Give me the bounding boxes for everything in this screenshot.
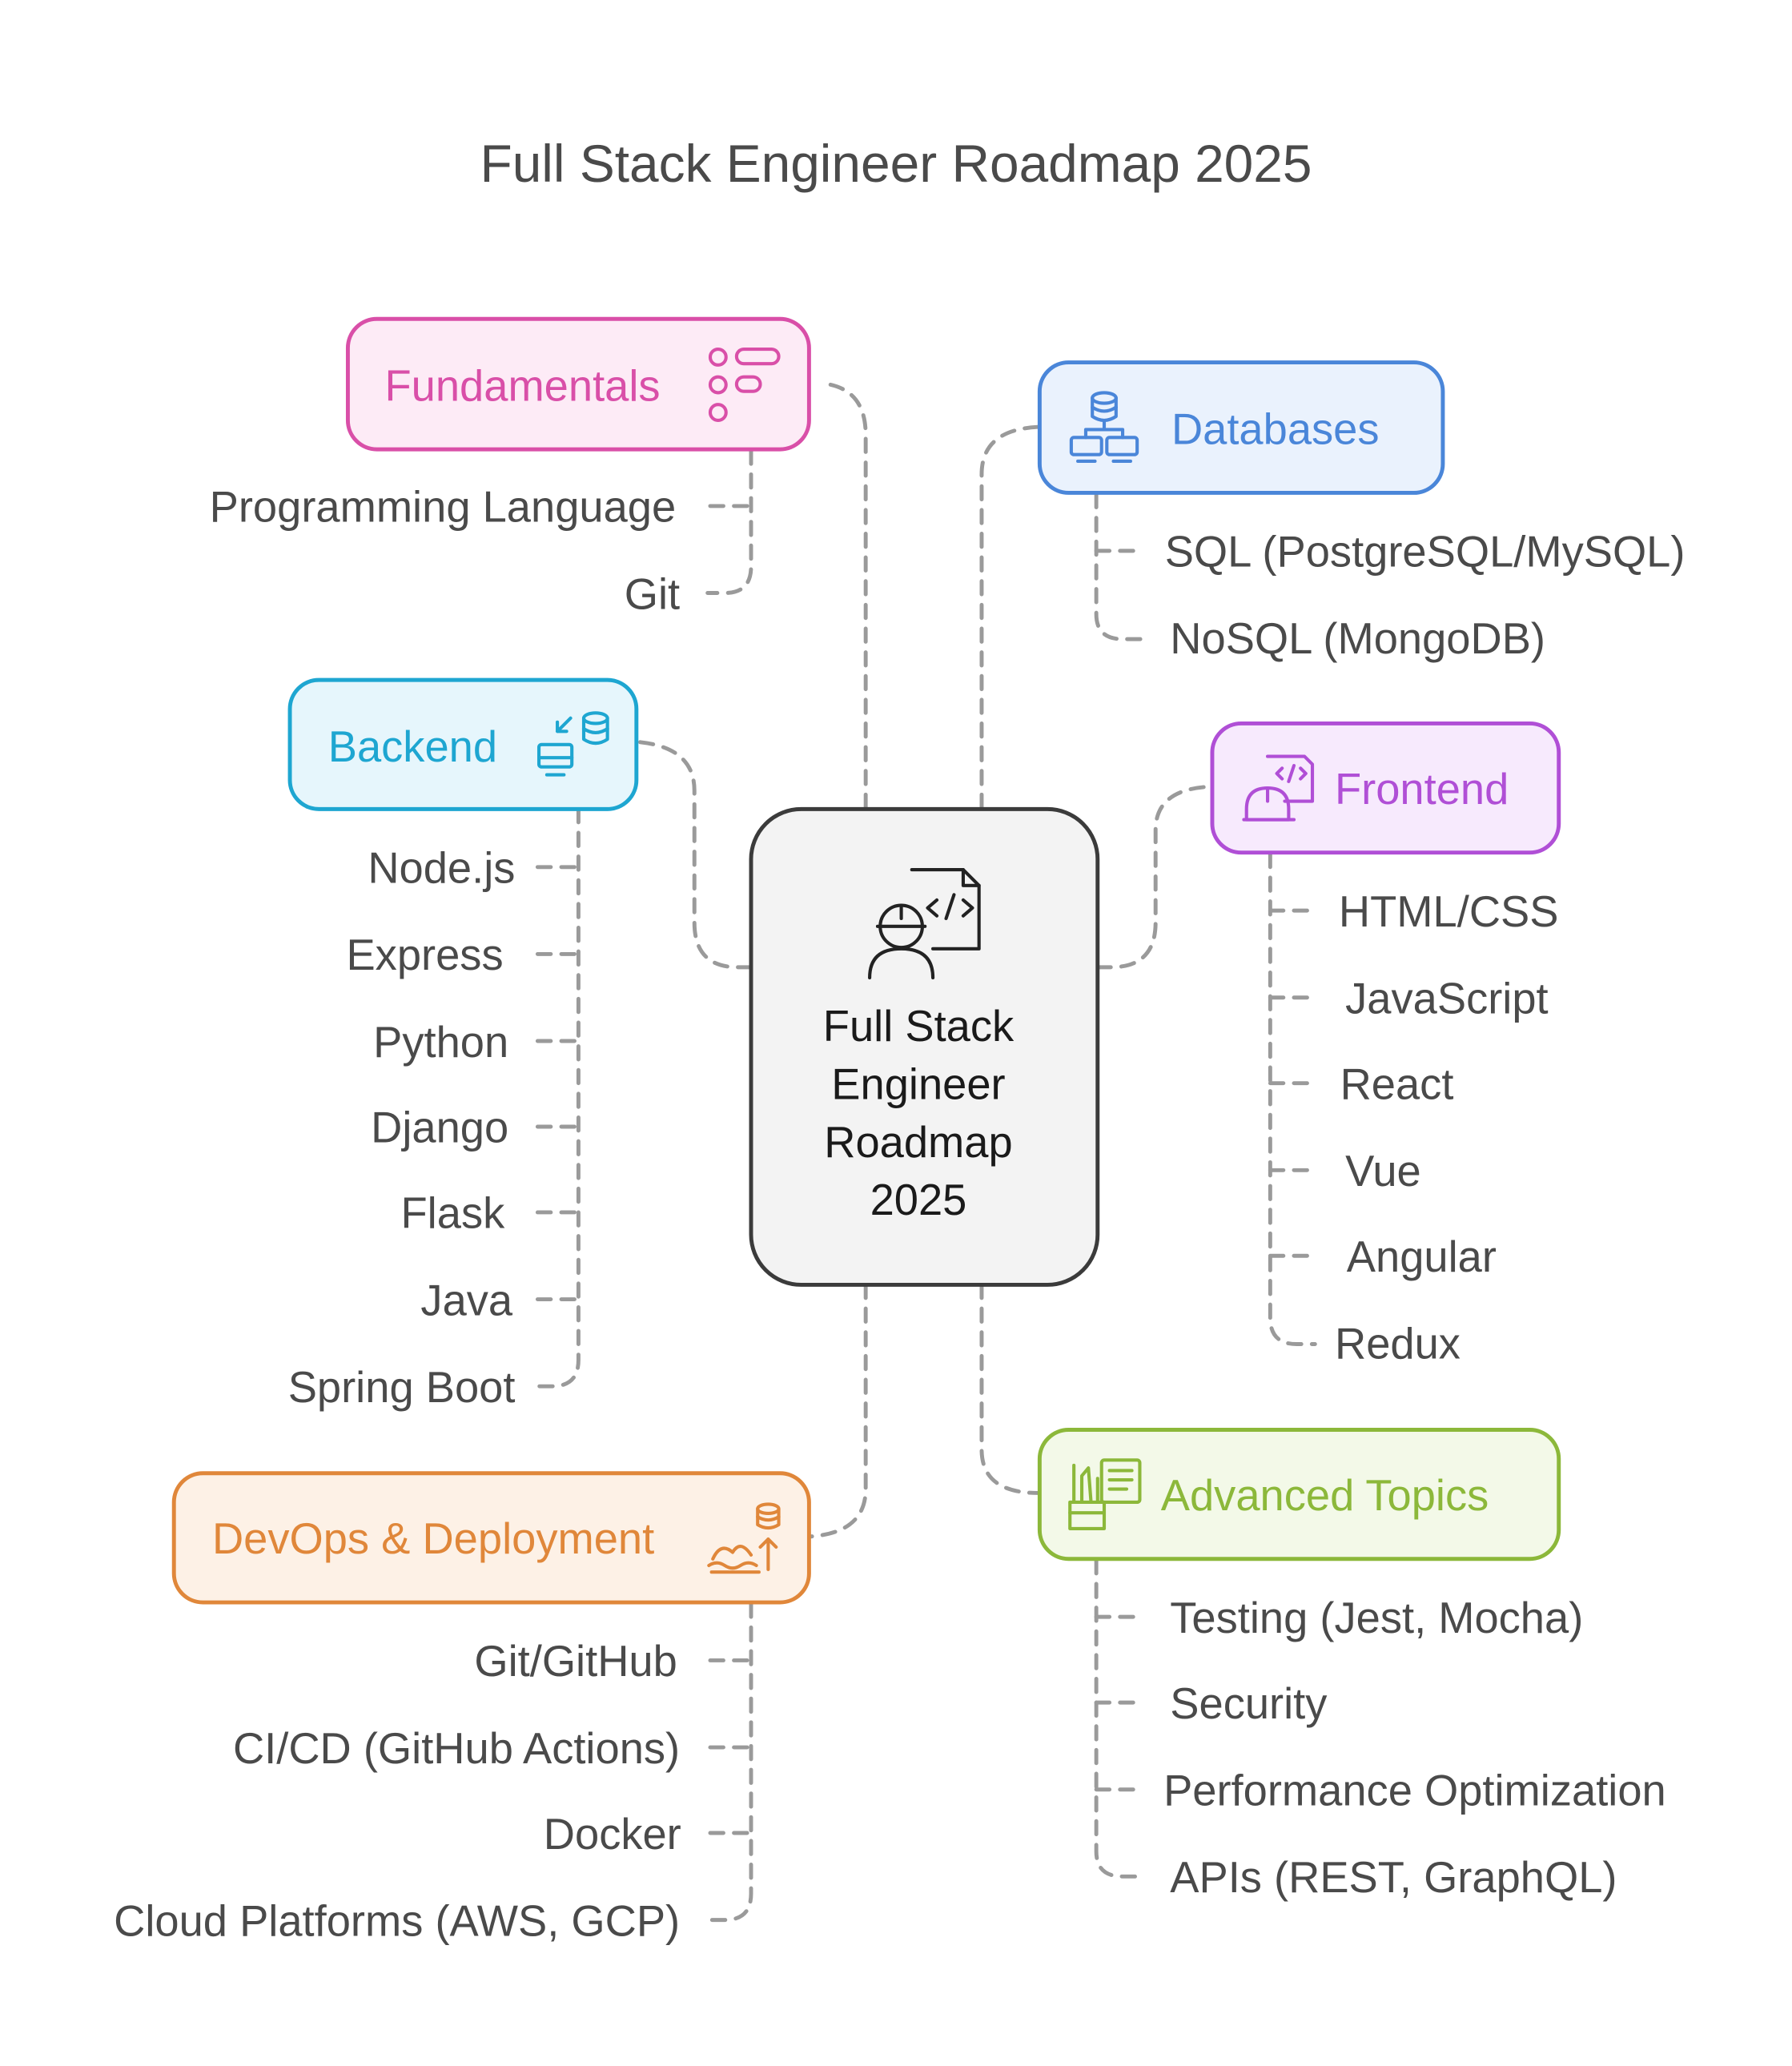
- server-sync-icon: [536, 711, 609, 777]
- center-line-1: Full Stack: [823, 1002, 1015, 1051]
- leaf-apis: APIs (REST, GraphQL): [1170, 1853, 1617, 1902]
- leaf-cloud-platforms: Cloud Platforms (AWS, GCP): [114, 1896, 680, 1945]
- leaf-nosql: NoSQL (MongoDB): [1170, 614, 1545, 663]
- leaf-git-github: Git/GitHub: [474, 1637, 677, 1686]
- tools-document-icon: [1068, 1458, 1142, 1530]
- center-node[interactable]: Full Stack Engineer Roadmap 2025: [749, 806, 1100, 1287]
- devops-label: DevOps & Deployment: [212, 1514, 654, 1563]
- leaf-security: Security: [1170, 1679, 1328, 1728]
- leaf-java: Java: [420, 1276, 512, 1324]
- database-network-icon: [1069, 391, 1139, 464]
- leaf-vue: Vue: [1345, 1147, 1421, 1196]
- leaf-programming-language: Programming Language: [210, 483, 677, 532]
- connectors: [636, 381, 1212, 1539]
- leaf-html-css: HTML/CSS: [1339, 887, 1559, 936]
- category-backend[interactable]: Backend Node.js Express Python Django Fl…: [287, 677, 639, 1412]
- category-frontend[interactable]: Frontend HTML/CSS JavaScript React Vue A…: [1210, 721, 1561, 1369]
- advanced-box: [1037, 1428, 1561, 1562]
- leaf-docker: Docker: [544, 1810, 681, 1859]
- center-line-4: 2025: [870, 1176, 967, 1224]
- category-databases[interactable]: Databases SQL (PostgreSQL/MySQL) NoSQL (…: [1037, 360, 1686, 664]
- leaf-sql: SQL (PostgreSQL/MySQL): [1165, 528, 1686, 577]
- leaf-javascript: JavaScript: [1345, 974, 1548, 1023]
- backend-label: Backend: [328, 722, 497, 771]
- leaf-spring-boot: Spring Boot: [288, 1363, 516, 1412]
- leaf-python: Python: [373, 1018, 508, 1067]
- list-icon: [708, 348, 781, 423]
- leaf-express: Express: [346, 931, 503, 979]
- leaf-connectors: [532, 448, 1317, 1923]
- leaf-react: React: [1340, 1059, 1454, 1108]
- category-advanced[interactable]: Advanced Topics Testing (Jest, Mocha) Se…: [1037, 1428, 1666, 1902]
- leaf-ci-cd: CI/CD (GitHub Actions): [233, 1724, 680, 1773]
- center-line-3: Roadmap: [824, 1118, 1012, 1167]
- devops-box: [171, 1471, 811, 1605]
- advanced-label: Advanced Topics: [1161, 1471, 1489, 1520]
- leaf-angular: Angular: [1347, 1232, 1497, 1281]
- leaf-django: Django: [371, 1103, 508, 1152]
- category-fundamentals[interactable]: Fundamentals Programming Language Git: [210, 316, 811, 618]
- center-line-2: Engineer: [831, 1059, 1005, 1108]
- leaf-git: Git: [625, 569, 680, 618]
- engineer-code-icon: [868, 868, 981, 980]
- databases-box: [1037, 360, 1445, 495]
- fundamentals-label: Fundamentals: [385, 361, 661, 410]
- deploy-icon: [707, 1502, 781, 1574]
- leaf-performance-optimization: Performance Optimization: [1163, 1766, 1666, 1815]
- frontend-label: Frontend: [1335, 765, 1509, 814]
- leaf-testing: Testing (Jest, Mocha): [1170, 1594, 1583, 1642]
- backend-box: [287, 677, 639, 811]
- diagram-title: Full Stack Engineer Roadmap 2025: [480, 134, 1312, 193]
- leaf-redux: Redux: [1335, 1320, 1461, 1369]
- leaf-nodejs: Node.js: [368, 844, 515, 893]
- databases-label: Databases: [1171, 405, 1380, 454]
- leaf-flask: Flask: [401, 1189, 506, 1238]
- fundamentals-box: [345, 316, 811, 452]
- code-engineer-icon: [1242, 754, 1315, 822]
- category-devops[interactable]: DevOps & Deployment Git/GitHub CI/CD (Gi…: [114, 1471, 811, 1946]
